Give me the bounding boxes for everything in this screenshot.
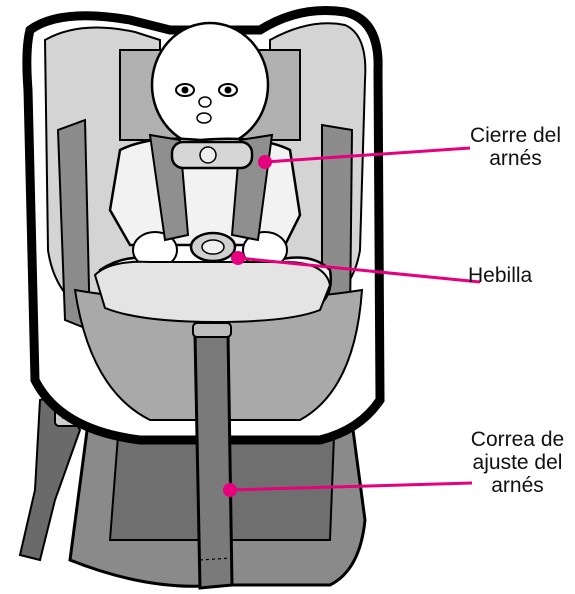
harness-chest-clip (170, 140, 254, 170)
harness-adjust-strap (192, 322, 234, 590)
callout-dot-adjust-strap (223, 483, 237, 497)
callout-dot-harness-clip (258, 155, 272, 169)
callout-adjust-strap-line2: ajuste del (472, 451, 563, 474)
callout-line-buckle (237, 256, 481, 284)
callout-harness-clip-line2: arnés (489, 147, 542, 170)
callout-label-buckle: Hebilla (468, 264, 558, 287)
callout-line-adjust-strap (229, 481, 473, 492)
callout-label-adjust-strap: Correa de ajuste del arnés (460, 428, 575, 497)
callout-adjust-strap-line3: arnés (491, 474, 544, 497)
callout-harness-clip-line1: Cierre del (469, 124, 562, 147)
callout-dot-buckle (231, 251, 245, 265)
crotch-buckle (189, 231, 237, 263)
callout-line-harness-clip (264, 146, 471, 164)
callout-adjust-strap-line1: Correa de (470, 428, 565, 451)
callout-buckle-text: Hebilla (468, 264, 533, 287)
callout-label-harness-clip: Cierre del arnés (458, 124, 573, 170)
callout-leaders (223, 146, 481, 497)
seat-tray (93, 260, 332, 324)
